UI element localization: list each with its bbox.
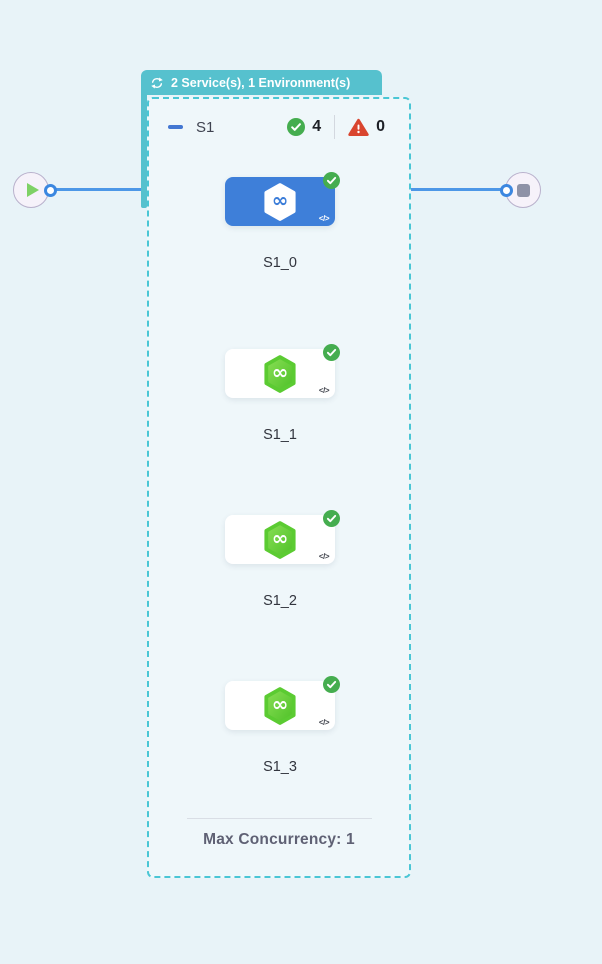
svg-text:∞: ∞ [272, 189, 289, 212]
svg-text:∞: ∞ [272, 693, 289, 716]
hexagon-infinity-icon: ∞ [264, 182, 296, 221]
loop-icon [151, 76, 163, 89]
node-card-s1-0[interactable]: ∞ </> [225, 172, 340, 226]
end-link-port[interactable] [500, 184, 513, 197]
stop-icon [516, 183, 530, 197]
success-count: 4 [312, 118, 322, 135]
hexagon-infinity-icon: ∞ [264, 520, 296, 559]
warning-triangle-icon [348, 118, 369, 136]
hexagon-infinity-icon: ∞ [264, 354, 296, 393]
check-circle-icon [323, 676, 340, 693]
check-circle-icon [323, 510, 340, 527]
code-icon: </> [318, 214, 330, 223]
code-icon: </> [318, 386, 330, 395]
matrix-accent-bar [141, 95, 147, 208]
node-label: S1_3 [263, 759, 297, 775]
node-card-s1-2[interactable]: ∞ </> [225, 510, 340, 564]
collapse-minus-icon[interactable] [168, 125, 183, 129]
svg-text:∞: ∞ [272, 527, 289, 550]
code-icon: </> [318, 718, 330, 727]
matrix-stage-container: S1 4 0 ∞ [147, 97, 411, 878]
check-circle-icon [287, 118, 306, 136]
matrix-node: ∞ </> S1_3 [225, 676, 340, 777]
node-card-s1-3[interactable]: ∞ </> [225, 676, 340, 730]
play-icon [27, 183, 39, 197]
footer-divider [187, 818, 372, 819]
connector-line-start [50, 188, 142, 191]
count-divider [334, 115, 336, 139]
check-circle-icon [323, 344, 340, 361]
node-card-s1-1[interactable]: ∞ </> [225, 344, 340, 398]
node-label: S1_1 [263, 427, 297, 443]
stage-title: S1 [196, 118, 215, 136]
node-label: S1_2 [263, 593, 297, 609]
matrix-node: ∞ </> S1_0 [225, 172, 340, 273]
stage-header-row[interactable]: S1 4 0 [149, 113, 409, 141]
matrix-node: ∞ </> S1_1 [225, 344, 340, 445]
pipeline-start-node[interactable] [13, 172, 49, 208]
hexagon-infinity-icon: ∞ [264, 686, 296, 725]
matrix-summary-label: 2 Service(s), 1 Environment(s) [171, 75, 351, 90]
matrix-summary-badge[interactable]: 2 Service(s), 1 Environment(s) [141, 70, 382, 95]
start-link-port[interactable] [44, 184, 57, 197]
code-icon: </> [318, 552, 330, 561]
matrix-node: ∞ </> S1_2 [225, 510, 340, 611]
node-label: S1_0 [263, 255, 297, 271]
max-concurrency-label: Max Concurrency: 1 [203, 831, 355, 848]
failure-count: 0 [376, 118, 385, 135]
svg-text:∞: ∞ [272, 361, 289, 384]
check-circle-icon [323, 172, 340, 189]
connector-line-end [411, 188, 506, 191]
